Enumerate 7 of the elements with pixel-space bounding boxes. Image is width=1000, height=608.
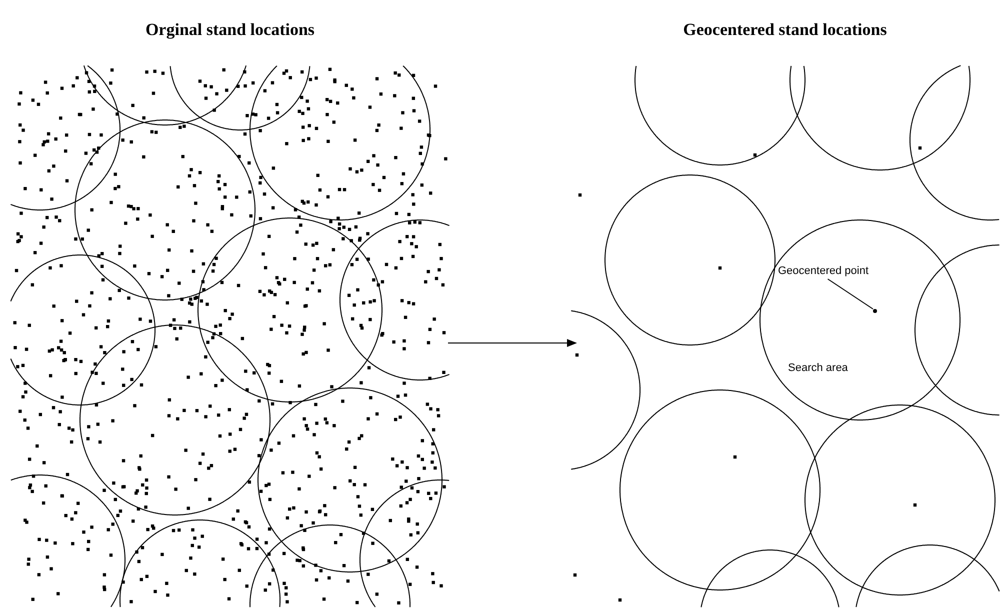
arrow — [448, 339, 577, 347]
leader-line — [827, 278, 874, 310]
area-label: Search area — [788, 362, 848, 374]
center-dot — [873, 309, 877, 313]
panel-title: Orginal stand locations — [144, 20, 316, 40]
panel-title: Geocentered stand locations — [682, 20, 888, 40]
callout-text: Geocentered point — [778, 265, 869, 277]
